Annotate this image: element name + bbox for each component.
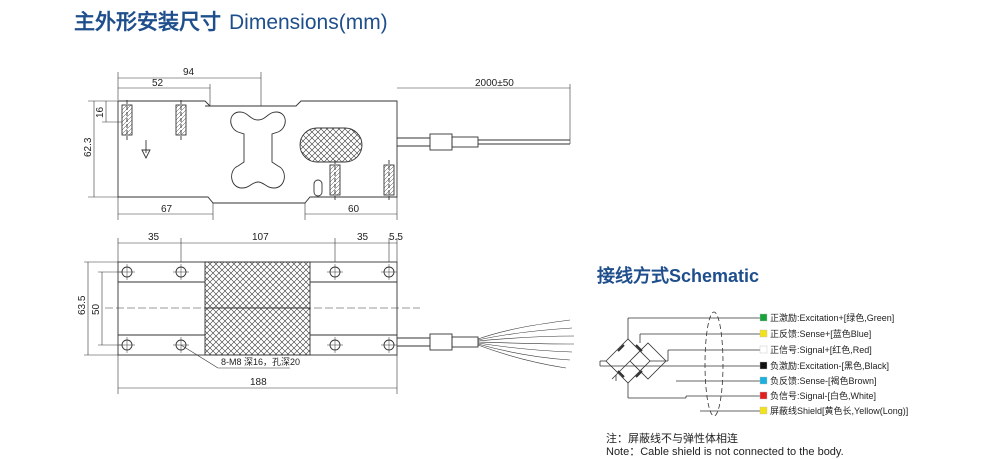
wire-label: 正反馈:Sense+[蓝色Blue] xyxy=(770,328,871,339)
plan-cable-wires xyxy=(477,319,575,369)
dim-94: 94 xyxy=(183,67,195,78)
dim-50: 50 xyxy=(91,303,102,315)
dim-35-right: 35 xyxy=(357,232,369,243)
page-title: 主外形安装尺寸 Dimensions(mm) xyxy=(74,6,388,36)
wire-label: 屏蔽线Shield[黄色长,Yellow(Long)] xyxy=(770,405,908,416)
dim-107: 107 xyxy=(252,232,269,243)
wire-label: 负反馈:Sense-[褐色Brown] xyxy=(770,375,877,386)
note-zh: 注：屏蔽线不与弹性体相连 xyxy=(606,433,738,445)
wire-color-swatch xyxy=(759,345,768,354)
wheatstone-bridge xyxy=(605,338,651,384)
wire-color-swatch xyxy=(759,391,768,400)
dogbone-cutout xyxy=(230,111,286,189)
dim-cable-length: 2000±50 xyxy=(475,78,514,89)
wire-color-swatch xyxy=(759,406,768,415)
plan-hatched-area xyxy=(204,261,311,356)
dim-62-3: 62.3 xyxy=(83,137,94,157)
wire-label: 正信号:Signal+[红色,Red] xyxy=(770,344,872,355)
note-en: Note：Cable shield is not connected to th… xyxy=(606,446,844,458)
dim-67: 67 xyxy=(161,204,173,215)
wire-color-swatch xyxy=(759,376,768,385)
wire-label: 负激励:Excitation-[黑色,Black] xyxy=(770,360,889,371)
wire-color-swatch xyxy=(759,361,768,370)
wire-color-swatch xyxy=(759,313,768,322)
title-en: Dimensions(mm) xyxy=(229,11,388,34)
load-direction-arrow xyxy=(141,140,151,160)
title-zh: 主外形安装尺寸 xyxy=(74,11,221,34)
wire-color-swatch xyxy=(759,329,768,338)
hole-spec-note: 8-M8 深16，孔深20 xyxy=(221,357,300,367)
dim-35-left: 35 xyxy=(148,232,160,243)
dim-16: 16 xyxy=(95,106,106,118)
front-elevation-view xyxy=(88,72,571,220)
schematic-title: 接线方式Schematic xyxy=(597,266,760,286)
dim-188: 188 xyxy=(250,377,267,388)
wire-label: 正激励:Excitation+[绿色,Green] xyxy=(770,312,894,323)
schematic-diagram xyxy=(599,311,760,417)
dim-63-5: 63.5 xyxy=(77,295,88,315)
strain-gauge-seal xyxy=(299,127,363,163)
wire-legend: 正激励:Excitation+[绿色,Green] 正反馈:Sense+[蓝色Bl… xyxy=(759,312,908,416)
dim-5-5: 5.5 xyxy=(389,232,403,243)
dim-52: 52 xyxy=(152,78,164,89)
plan-view xyxy=(84,238,575,394)
wire-label: 负信号:Signal-[白色,White] xyxy=(770,390,876,401)
dim-60: 60 xyxy=(348,204,360,215)
